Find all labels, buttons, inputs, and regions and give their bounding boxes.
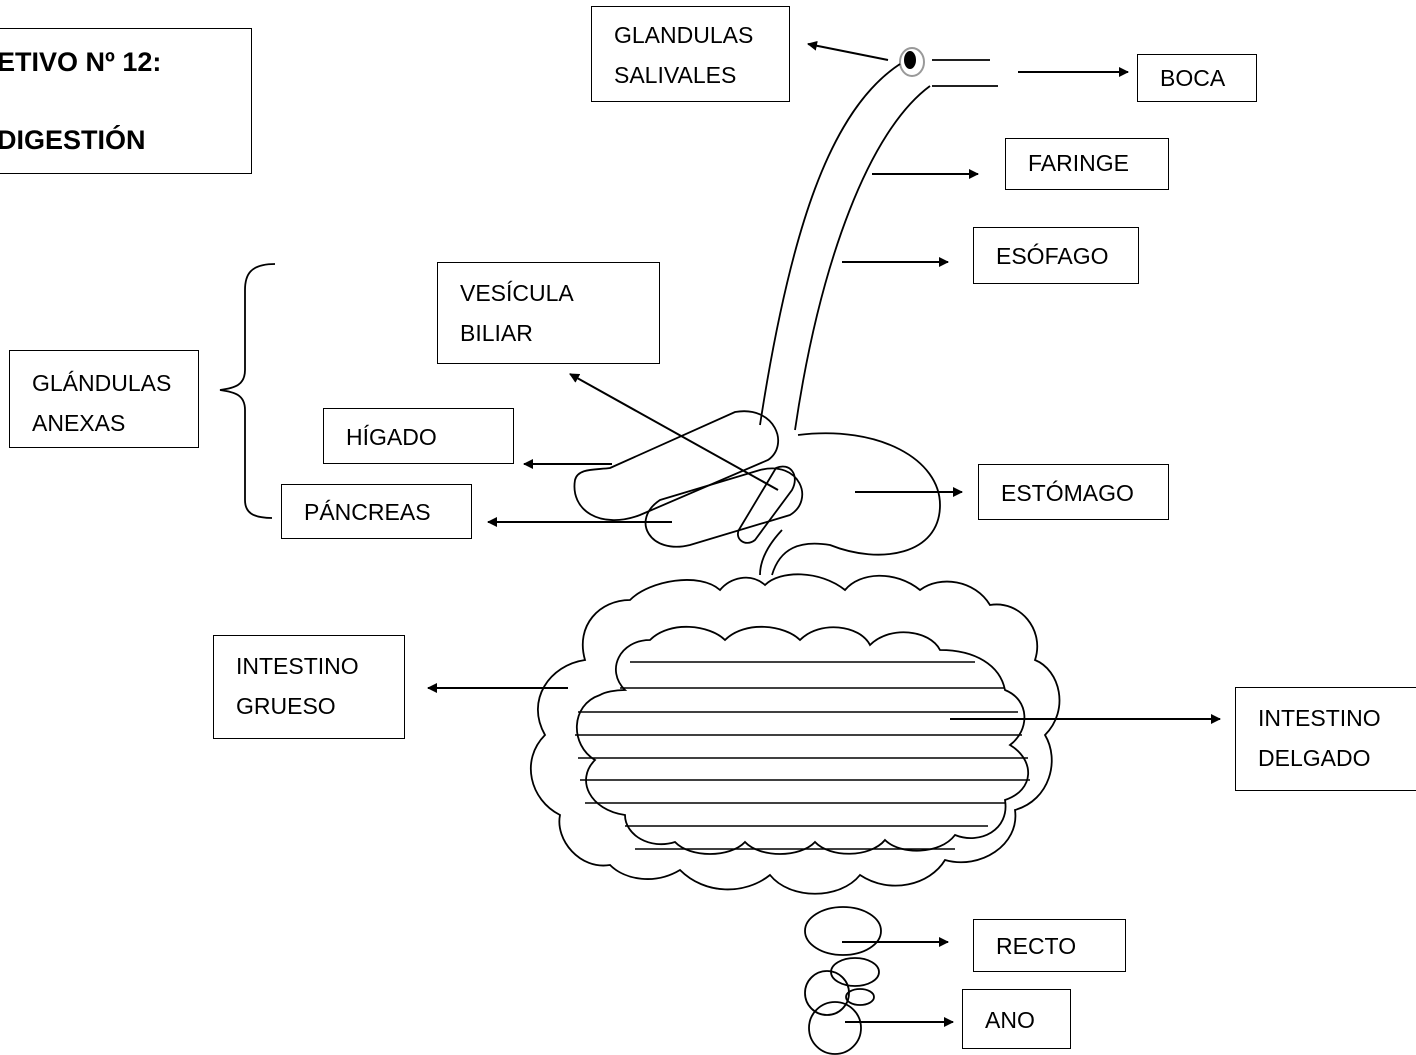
gallbladder-shape: [737, 465, 796, 544]
intestine-fold-lines: [575, 661, 1030, 850]
label-ano: ANO: [962, 989, 1071, 1049]
page-subtitle: DIGESTIÓN: [0, 125, 146, 155]
label-intestino-grueso: INTESTINO GRUESO: [213, 635, 405, 739]
stomach-shape: [771, 432, 941, 576]
page-title: ETIVO Nº 12:: [0, 47, 162, 77]
arrow-vesicula-biliar: [569, 373, 779, 491]
label-faringe: FARINGE: [1005, 138, 1169, 190]
label-pancreas: PÁNCREAS: [281, 484, 472, 539]
arrows: [427, 40, 1221, 1027]
title-box: ETIVO Nº 12: DIGESTIÓN: [0, 28, 252, 174]
arrow-glandulas-salivales: [807, 40, 889, 61]
label-glandulas-anexas: GLÁNDULAS ANEXAS: [9, 350, 199, 448]
label-vesicula-biliar: VESÍCULA BILIAR: [437, 262, 660, 364]
esophagus-shape: [759, 63, 931, 431]
label-higado: HÍGADO: [323, 408, 514, 464]
label-boca: BOCA: [1137, 54, 1257, 102]
label-estomago: ESTÓMAGO: [978, 464, 1169, 520]
label-intestino-delgado: INTESTINO DELGADO: [1235, 687, 1416, 791]
liver-shape: [573, 410, 779, 521]
label-esofago: ESÓFAGO: [973, 227, 1139, 284]
anus-shape: [804, 970, 862, 1055]
rectum-shape: [804, 906, 882, 956]
large-intestine-shape: [529, 573, 1061, 895]
small-intestine-shape: [575, 625, 1030, 855]
label-glandulas-salivales: GLANDULAS SALIVALES: [591, 6, 790, 102]
label-recto: RECTO: [973, 919, 1126, 972]
mouth-icon: [899, 47, 998, 87]
bracket-glandulas-anexas: [219, 263, 276, 519]
